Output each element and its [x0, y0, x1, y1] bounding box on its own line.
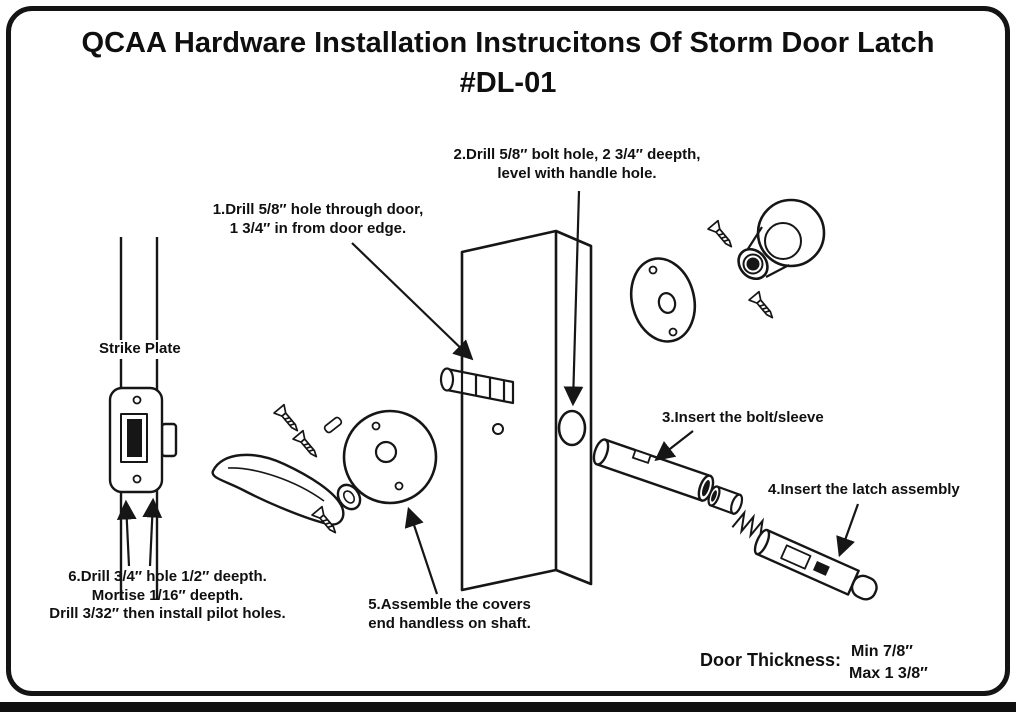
- step3-arrow: [654, 430, 694, 462]
- handle-screws-illustration: [273, 403, 343, 538]
- bolt-hole-illustration: [557, 409, 587, 447]
- outer-rose-illustration: [629, 257, 697, 343]
- border-frame: [6, 6, 1010, 696]
- door-thickness-label: Door Thickness:: [700, 650, 842, 670]
- cover-rose-illustration: [342, 409, 438, 505]
- knob-illustration: [737, 198, 826, 281]
- door-slab-illustration: [460, 229, 593, 592]
- step3-annotation: 3.Insert the bolt/sleeve: [662, 409, 824, 426]
- strike-plate-label: Strike Plate: [96, 340, 184, 359]
- door-thickness-max: Max 1 3/8″: [849, 665, 928, 682]
- latch-assembly-illustration: [753, 528, 878, 601]
- step4-annotation: 4.Insert the latch assembly: [768, 481, 960, 498]
- bolt-sleeve-illustration: [592, 438, 715, 502]
- strike-plate-arrows: [116, 497, 163, 567]
- lever-handle-illustration: [211, 453, 362, 526]
- spindle-illustration: [439, 367, 515, 405]
- step2-annotation: 2.Drill 5/8″ bolt hole, 2 3/4″ deepth, l…: [453, 146, 701, 182]
- step5-arrow: [404, 506, 439, 595]
- step6-annotation: 6.Drill 3/4″ hole 1/2″ deepth. Mortise 1…: [49, 568, 286, 623]
- step1-arrow: [351, 242, 474, 361]
- door-thickness-min: Min 7/8″: [851, 643, 913, 660]
- page-subtitle: #DL-01: [459, 67, 557, 99]
- step4-arrow: [836, 503, 860, 558]
- spring-illustration: [731, 509, 765, 540]
- bottom-border-bar: [0, 702, 1016, 712]
- page-title: QCAA Hardware Installation Instrucitons …: [81, 27, 935, 59]
- step2-arrow: [563, 190, 584, 407]
- step1-annotation: 1.Drill 5/8″ hole through door, 1 3/4″ i…: [212, 201, 424, 237]
- sleeve-ring-illustration: [707, 485, 744, 516]
- step5-annotation: 5.Assemble the covers end handless on sh…: [368, 596, 531, 632]
- strike-plate-illustration: [108, 386, 178, 494]
